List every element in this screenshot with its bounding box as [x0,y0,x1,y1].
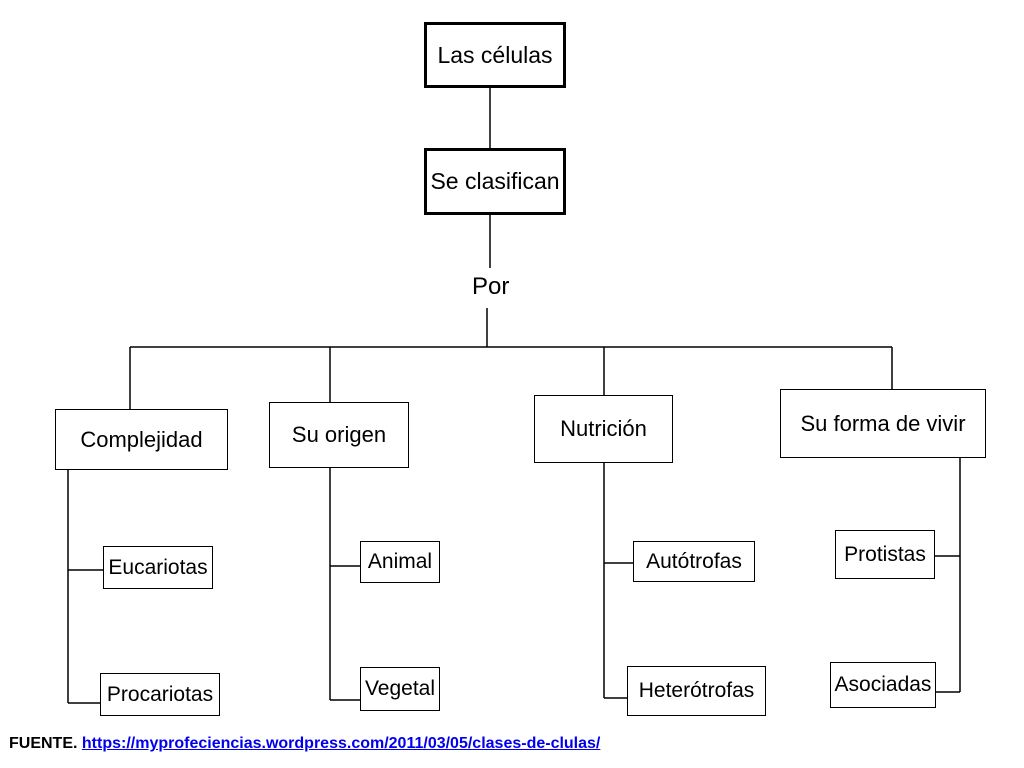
label-por: Por [472,273,510,300]
node-prokaryotes: Procariotas [100,673,220,716]
node-vegetal: Vegetal [360,667,440,711]
source-label: FUENTE. [9,735,78,752]
node-nutrition: Nutrición [534,395,673,463]
node-protists: Protistas [835,530,935,579]
node-heterotrophs: Heterótrofas [627,666,766,716]
node-associated: Asociadas [830,662,936,708]
node-autotrophs: Autótrofas [633,541,755,582]
node-lifestyle: Su forma de vivir [780,389,986,458]
source-link[interactable]: https://myprofeciencias.wordpress.com/20… [81,735,601,752]
node-animal: Animal [360,541,440,583]
source-footer: FUENTE. https://myprofeciencias.wordpres… [9,735,600,753]
node-origin: Su origen [269,402,409,468]
node-classify: Se clasifican [424,148,566,215]
node-root: Las células [424,22,566,88]
node-eukaryotes: Eucariotas [103,546,213,589]
node-complexity: Complejidad [55,409,228,470]
